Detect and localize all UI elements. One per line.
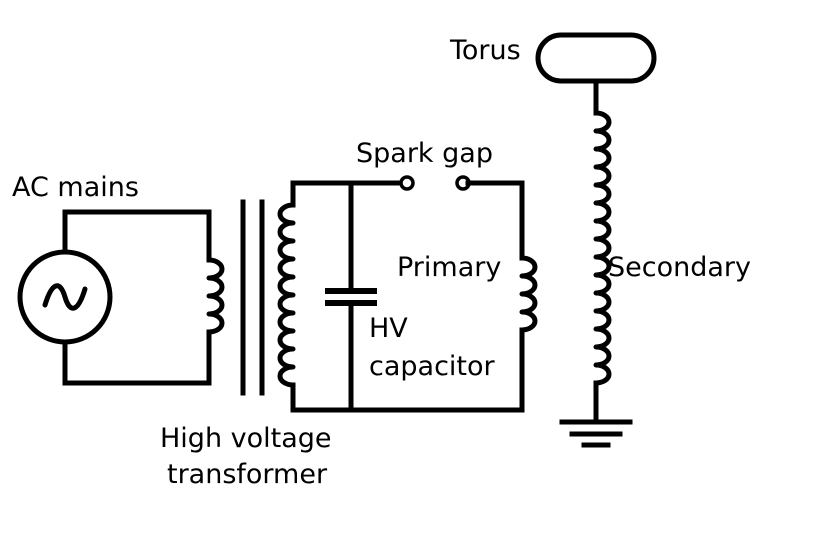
label-torus: Torus: [449, 35, 521, 66]
ac-mains-circuit: [17, 209, 225, 386]
mains-wire-bottom: [62, 329, 212, 386]
ground-icon: [559, 419, 633, 448]
label-ac-mains: AC mains: [12, 172, 139, 203]
spark-gap: [399, 175, 471, 191]
label-primary: Primary: [397, 252, 501, 283]
label-hv-capacitor-line2: capacitor: [369, 351, 496, 382]
spark-gap-terminal-left: [399, 175, 415, 191]
label-transformer-line1: High voltage: [160, 423, 332, 454]
label-transformer-line2: transformer: [167, 459, 328, 490]
transformer-secondary-coil: [277, 202, 296, 388]
hv-wire-top: [290, 180, 405, 208]
ac-source-icon: [17, 249, 113, 345]
hv-wire-bottom: [290, 327, 525, 413]
secondary-circuit: [535, 32, 657, 448]
label-secondary: Secondary: [608, 252, 751, 283]
transformer-core: [240, 199, 265, 396]
hv-capacitor: [325, 180, 377, 413]
primary-wire-top: [465, 180, 525, 261]
hv-circuit: [277, 175, 538, 413]
torus-icon: [535, 32, 657, 84]
mains-wire-top: [62, 209, 212, 263]
label-spark-gap: Spark gap: [356, 138, 493, 169]
primary-coil: [519, 255, 538, 333]
transformer-primary-coil: [206, 257, 225, 335]
secondary-coil: [593, 110, 612, 386]
label-hv-capacitor-line1: HV: [369, 313, 408, 344]
